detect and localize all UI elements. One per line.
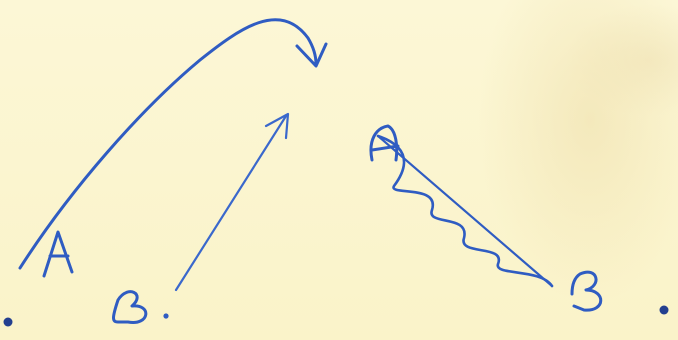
label-a-right [369,124,400,162]
label-text-a-left: A [43,275,45,277]
curved-arrowhead-a [295,42,328,68]
straight-arrowhead-b [264,112,290,140]
straight-line-right [376,134,554,288]
label-a-left [42,230,74,278]
wavy-line-right [376,134,554,288]
label-text-b-right: B [571,305,573,307]
curved-arrow-a [18,18,318,270]
label-b-left [112,290,169,324]
straight-arrow-b [174,114,288,292]
label-text-a-right: A [371,159,373,161]
label-b-right [570,270,603,312]
dot-right [659,305,669,315]
dot-left [3,317,13,327]
